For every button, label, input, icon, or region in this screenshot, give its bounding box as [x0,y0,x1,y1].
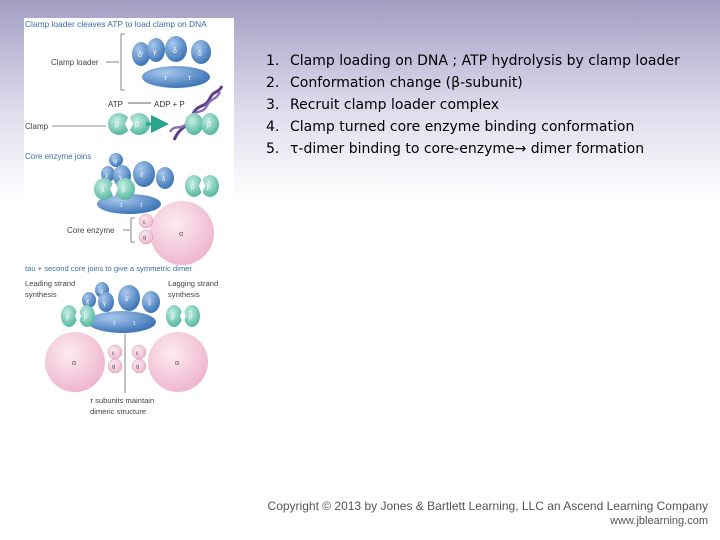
subunit-beta-p3d: β [189,315,193,321]
core-enzyme-joins-complex: ψ χ γ δ' δ τ τ β β β β [94,153,219,214]
subunit-delta-prime-p3: δ' [125,297,130,303]
dimer-title: tau + second core joins to give a symmet… [25,264,192,273]
subunit-beta-p2d: β [207,185,211,191]
step-text: τ-dimer binding to core-enzyme [290,141,515,157]
subunit-beta-1: β [115,122,119,129]
subunit-tau-p3a: τ [113,321,116,327]
leading-label-2: synthesis [25,290,57,299]
step-number: 1. [266,53,280,69]
subunit-delta-p2: δ [162,177,166,183]
subunit-beta-p2b: β [122,188,126,194]
step-text: Recruit clamp loader complex [290,97,500,113]
tau-note-2: dimeric structure [90,407,146,416]
step-text: Clamp loading on DNA ; ATP hydrolysis by… [290,53,680,69]
subunit-epsilon-p3a: ε [112,351,115,357]
subunit-chi: χ [105,173,109,179]
subunit-gamma-p2: γ [119,175,122,181]
website-text: www.jblearning.com [610,515,708,527]
right-arrow-icon: → [514,141,527,157]
step-number: 5. [266,141,280,157]
subunit-theta: θ [143,236,147,242]
subunit-delta-prime: δ' [138,52,143,59]
subunit-gamma-p3: γ [103,301,106,307]
subunit-psi: ψ [113,159,117,165]
subunit-beta-p3b: β [84,315,88,321]
subunit-beta-p3a: β [66,315,70,321]
clamp-label: Clamp [25,122,49,131]
subunit-theta-p3a: θ [112,365,116,371]
subunit-alpha-p3b: α [175,360,179,367]
beta-clamp-on-dna: β [185,113,219,135]
step-text-continued: dimer formation [526,141,645,157]
step-list: 1. Clamp loading on DNA ; ATP hydrolysis … [266,50,680,160]
subunit-psi-p3: ψ [99,289,103,295]
clamp-loader-complex: δ' γ δ δ τ τ [132,36,211,88]
clamp-loader-label: Clamp loader [51,58,99,67]
subunit-alpha-p3a: α [72,360,76,367]
tau-note-1: τ subunits maintain [90,396,154,405]
core-enzyme: ε θ α [138,201,214,265]
core-enzyme-label: Core enzyme [67,226,115,235]
step-number: 3. [266,97,280,113]
subunit-beta-3: β [207,122,211,129]
step-number: 2. [266,75,280,91]
copyright-text: Copyright © 2013 by Jones & Bartlett Lea… [267,499,708,513]
step-item: 1. Clamp loading on DNA ; ATP hydrolysis … [266,50,680,72]
step-number: 4. [266,119,280,135]
footer: Copyright © 2013 by Jones & Bartlett Lea… [268,498,708,528]
subunit-delta: δ [173,48,177,55]
subunit-beta-p2a: β [101,188,105,194]
subunit-gamma: γ [153,49,157,56]
subunit-tau-p2b: τ [140,203,143,209]
subunit-tau-p2a: τ [120,203,123,209]
subunit-epsilon-p3b: ε [136,351,139,357]
subunit-tau-1: τ [164,75,167,82]
adp-p-label: ADP + P [154,100,185,109]
step-item: 2. Conformation change (β-subunit) [266,72,680,94]
subunit-theta-p3b: θ [136,365,140,371]
subunit-beta-2: β [135,122,139,129]
subunit-alpha: α [179,231,183,238]
subunit-delta-p3: δ [148,301,152,307]
subunit-delta-prime-p2: δ' [140,173,145,179]
lagging-label-2: synthesis [168,290,200,299]
dna-helix [172,85,224,141]
core-enzyme-joins-label: Core enzyme joins [25,152,91,161]
subunit-delta-2: δ [198,51,202,58]
replication-diagram: Clamp loader cleaves ATP to load clamp o… [24,18,234,418]
panel1-title: Clamp loader cleaves ATP to load clamp o… [25,19,207,29]
atp-label: ATP [108,100,123,109]
subunit-tau-2: τ [188,75,191,82]
step-text: Clamp turned core enzyme binding conform… [290,119,635,135]
replication-diagram-svg: Clamp loader cleaves ATP to load clamp o… [25,19,224,416]
step-item: 5. τ-dimer binding to core-enzyme→ dimer … [266,138,680,160]
beta-clamp-1: β β [108,113,150,135]
subunit-beta-p3c: β [171,315,175,321]
step-item: 4. Clamp turned core enzyme binding confo… [266,116,680,138]
step-item: 3. Recruit clamp loader complex [266,94,680,116]
step-text: Conformation change (β-subunit) [290,75,523,91]
subunit-tau-p3b: τ [133,321,136,327]
subunit-chi-p3: χ [86,299,90,305]
symmetric-dimer-complex: ψ χ γ δ' δ τ τ β β β β α α ε θ ε θ [45,282,208,392]
lagging-label-1: Lagging strand [168,279,218,288]
subunit-epsilon: ε [143,220,146,226]
leading-label-1: Leading strand [25,279,75,288]
subunit-beta-p2c: β [191,185,195,191]
